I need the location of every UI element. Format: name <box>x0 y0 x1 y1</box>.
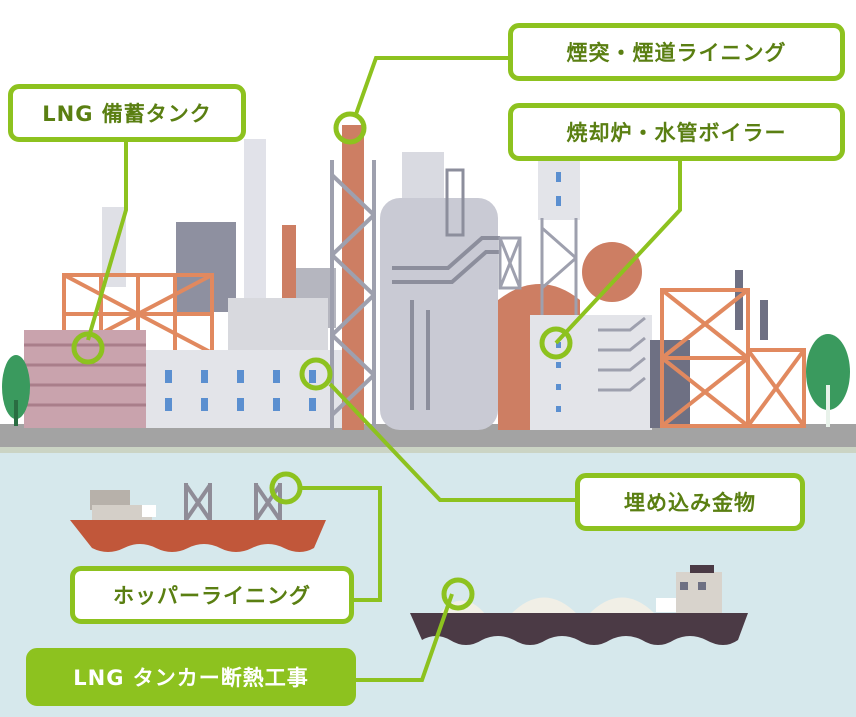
office-building <box>146 298 351 428</box>
label-lng-storage-tank: LNG 備蓄タンク <box>8 84 246 142</box>
marker-hopper <box>269 471 303 505</box>
incinerator-tower <box>530 160 652 430</box>
marker-incinerator <box>539 326 573 360</box>
right-tree <box>806 334 850 427</box>
lng-storage-tank-building <box>24 330 146 428</box>
marker-chimney <box>333 111 367 145</box>
thin-stack <box>282 225 296 315</box>
cargo-ship <box>70 483 326 552</box>
callout-connectors <box>86 56 682 682</box>
tall-stack <box>244 139 266 309</box>
grey-block <box>176 222 236 312</box>
marker-embedded-hardware <box>299 357 333 391</box>
marker-lng-tank <box>71 331 105 365</box>
label-incinerator-boiler: 焼却炉・水管ボイラー <box>508 103 845 161</box>
label-lng-tanker-insulation: LNG タンカー断熱工事 <box>26 648 356 706</box>
callout-markers <box>71 111 573 611</box>
central-tank <box>380 152 500 430</box>
marker-lng-tanker <box>441 577 475 611</box>
label-chimney-flue-lining: 煙突・煙道ライニング <box>508 23 845 81</box>
shoreline <box>0 447 856 453</box>
left-trees <box>2 355 30 426</box>
label-hopper-lining: ホッパーライニング <box>70 566 354 624</box>
right-scaffold <box>650 270 806 428</box>
label-embedded-hardware: 埋め込み金物 <box>575 473 805 531</box>
